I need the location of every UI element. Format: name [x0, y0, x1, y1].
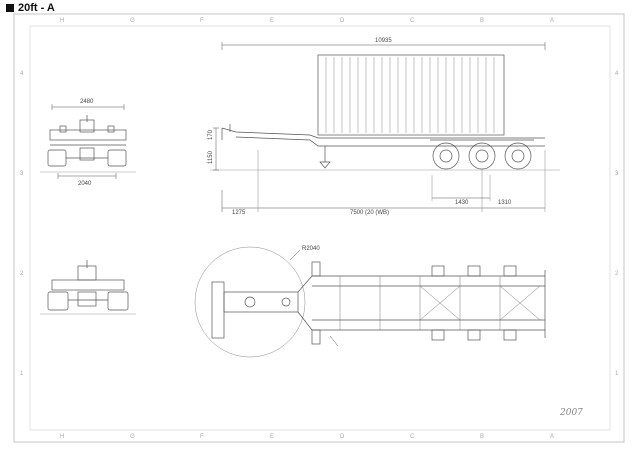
top-mark: B — [480, 18, 484, 24]
outer-frame — [13, 13, 625, 443]
top-mark: G — [130, 18, 135, 24]
top-view — [194, 246, 546, 358]
rear-bottom-width-label: 2040 — [78, 181, 92, 187]
border-marks: H G F E D C B A H G F E D C B A 4 3 2 1 … — [20, 18, 619, 440]
wheel-2 — [468, 142, 496, 170]
axle-spacing-label: 1430 — [455, 200, 469, 206]
rear-overhang-label: 1310 — [498, 200, 512, 206]
height-lower-label: 1150 — [208, 150, 214, 164]
right-mark: 3 — [615, 171, 619, 177]
bottom-mark: A — [550, 434, 554, 440]
top-mark: H — [60, 18, 64, 24]
right-mark: 4 — [615, 71, 619, 77]
left-mark: 3 — [20, 171, 24, 177]
wheel-1 — [432, 142, 460, 170]
turning-radius-label: R2040 — [302, 246, 320, 252]
bottom-mark: E — [270, 434, 274, 440]
bottom-mark: F — [200, 434, 204, 440]
signature-mark: 2007 — [560, 408, 583, 418]
wheel-3 — [504, 142, 532, 170]
turning-circle — [194, 246, 306, 358]
left-mark: 4 — [20, 71, 24, 77]
bottom-mark: H — [60, 434, 64, 440]
left-mark: 2 — [20, 271, 24, 277]
bottom-mark: B — [480, 434, 484, 440]
wheelbase-label: 7500 (20 (WB) — [350, 210, 389, 216]
top-mark: D — [340, 18, 345, 24]
heading-bullet-icon — [6, 4, 14, 12]
right-mark: 2 — [615, 271, 619, 277]
front-view — [40, 260, 136, 315]
rear-view — [40, 104, 136, 179]
overall-length-label: 10935 — [375, 38, 392, 44]
heading-text: 20ft - A — [18, 2, 55, 14]
top-mark: F — [200, 18, 204, 24]
height-upper-label: 170 — [208, 129, 214, 140]
container-body — [317, 54, 505, 136]
left-mark: 1 — [20, 371, 24, 377]
container-corrugation — [325, 57, 495, 133]
inner-frame — [29, 25, 611, 431]
bottom-mark: D — [340, 434, 345, 440]
bottom-mark: C — [410, 434, 415, 440]
side-view — [210, 42, 560, 212]
front-overhang-label: 1275 — [232, 210, 246, 216]
top-mark: C — [410, 18, 415, 24]
top-mark: A — [550, 18, 554, 24]
bottom-mark: G — [130, 434, 135, 440]
drawing-heading: 20ft - A — [6, 2, 55, 14]
rear-top-width-label: 2480 — [80, 99, 94, 105]
top-mark: E — [270, 18, 274, 24]
crossmembers — [339, 276, 541, 330]
right-mark: 1 — [615, 371, 619, 377]
